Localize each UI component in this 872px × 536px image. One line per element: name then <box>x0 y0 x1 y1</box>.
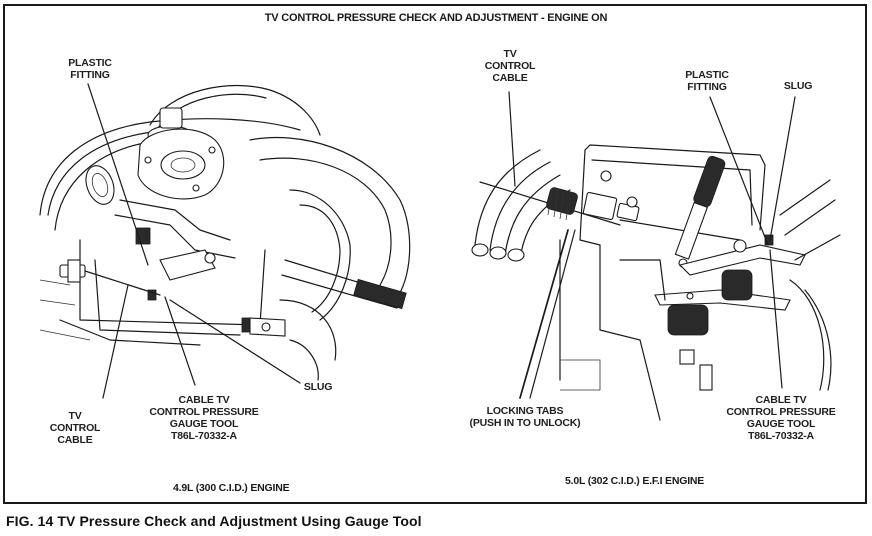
figure-caption: FIG. 14 TV Pressure Check and Adjustment… <box>6 513 422 529</box>
right-callout-locking-tabs: LOCKING TABS (PUSH IN TO UNLOCK) <box>469 405 581 429</box>
right-leader-lines <box>508 91 796 399</box>
left-callout-tv-control-cable: TV CONTROL CABLE <box>49 410 101 446</box>
figure-title: TV CONTROL PRESSURE CHECK AND ADJUSTMENT… <box>264 12 608 24</box>
left-callout-slug: SLUG <box>303 381 333 393</box>
right-callout-gauge-tool: CABLE TV CONTROL PRESSURE GAUGE TOOL T86… <box>726 394 836 442</box>
right-callout-tv-control-cable: TV CONTROL CABLE <box>484 48 536 84</box>
left-callout-plastic-fitting: PLASTIC FITTING <box>68 57 112 81</box>
right-engine-drawing <box>471 144 841 421</box>
left-callout-gauge-tool: CABLE TV CONTROL PRESSURE GAUGE TOOL T86… <box>149 394 259 442</box>
right-callout-plastic-fitting: PLASTIC FITTING <box>685 69 729 93</box>
left-engine-drawing <box>39 84 411 381</box>
right-engine-label: 5.0L (302 C.I.D.) E.F.I ENGINE <box>565 475 705 487</box>
figure-frame <box>3 4 867 504</box>
left-engine-label: 4.9L (300 C.I.D.) ENGINE <box>173 482 290 494</box>
left-leader-lines <box>87 83 301 399</box>
right-callout-slug: SLUG <box>783 80 813 92</box>
